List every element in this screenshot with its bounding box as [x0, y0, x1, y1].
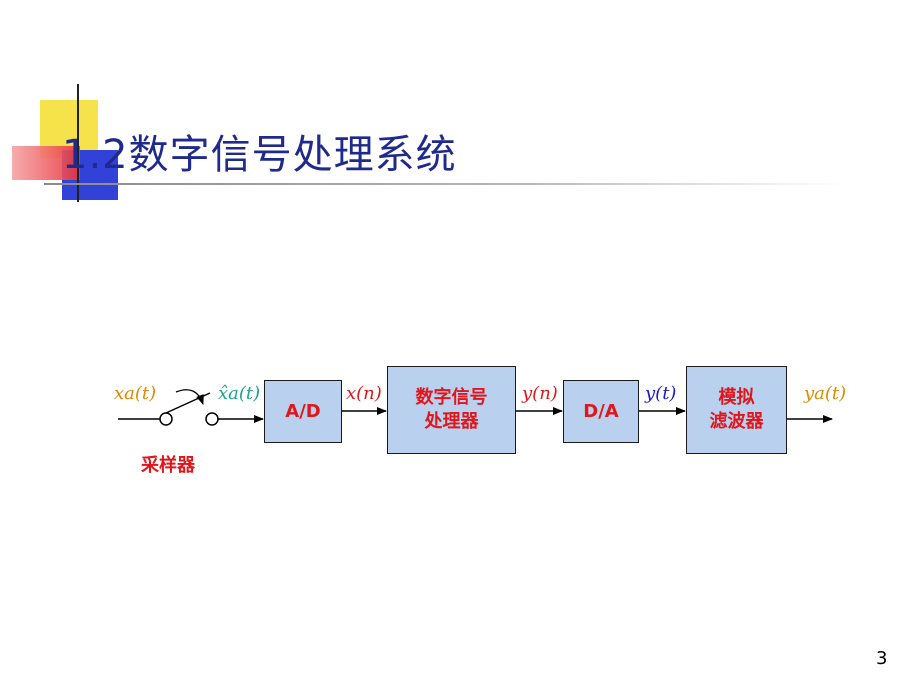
- switch-arm: [165, 392, 211, 414]
- signal-output-label: ya(t): [804, 383, 847, 404]
- page-number: 3: [876, 648, 888, 669]
- adc-label: A/D: [285, 400, 321, 422]
- decor-red-square: [12, 146, 80, 180]
- signal-yt-label: y(t): [645, 383, 677, 404]
- dac-block: D/A: [563, 380, 639, 443]
- slide-title: 1.2数字信号处理系统: [62, 132, 457, 178]
- switch-contact-left: [159, 412, 173, 426]
- signal-xn-label: x(n): [346, 383, 382, 404]
- filter-label: 模拟 滤波器: [709, 387, 764, 432]
- decor-vertical-line: [77, 84, 79, 202]
- signal-sampled-label: x̂a(t): [218, 383, 261, 404]
- dsp-block: 数字信号 处理器: [387, 366, 516, 454]
- signal-yn-label: y(n): [522, 383, 558, 404]
- switch-arrow: [175, 389, 204, 405]
- adc-block: A/D: [264, 380, 342, 443]
- dsp-label: 数字信号 处理器: [415, 387, 488, 432]
- filter-block: 模拟 滤波器: [686, 366, 787, 454]
- sampler-label: 采样器: [141, 455, 195, 476]
- switch-contact-right: [205, 412, 219, 426]
- dac-label: D/A: [583, 400, 619, 422]
- title-underline: [44, 183, 844, 185]
- signal-input-label: xa(t): [114, 383, 157, 404]
